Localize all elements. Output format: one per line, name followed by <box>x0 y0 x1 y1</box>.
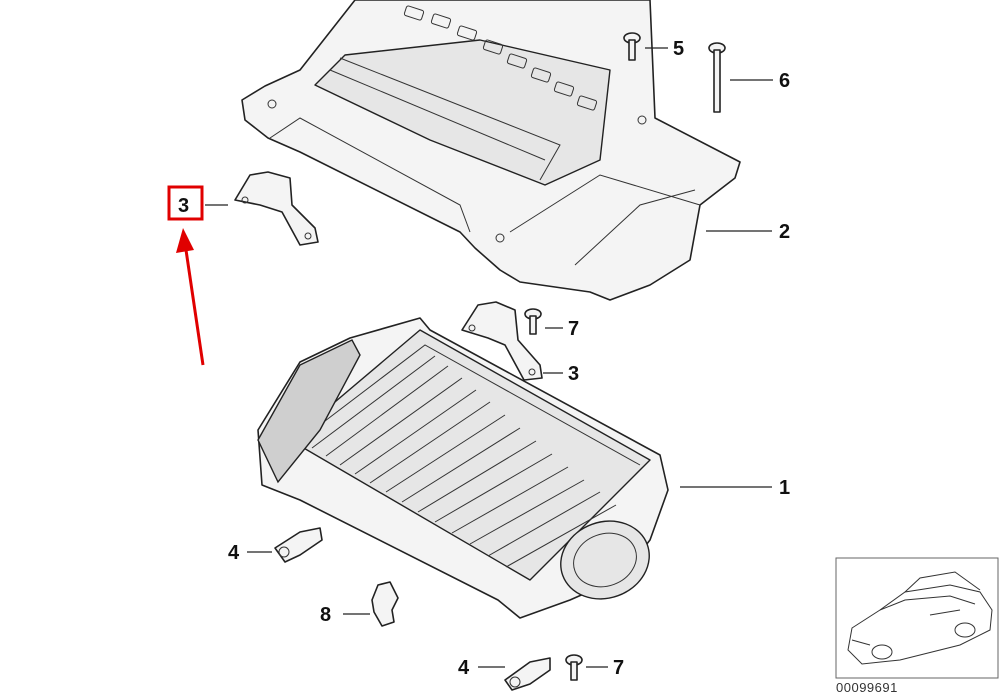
clip-8 <box>371 581 399 627</box>
highlight-arrowhead <box>176 228 194 253</box>
highlight-annotation <box>167 185 205 366</box>
callout-7-mid: 7 <box>568 318 579 340</box>
callout-8: 8 <box>320 604 331 626</box>
callout-4-bottom: 4 <box>458 657 470 679</box>
cover-vent-slots <box>403 5 598 111</box>
bracket-4-bottom <box>504 657 551 691</box>
callout-1: 1 <box>779 477 790 499</box>
callout-4-left: 4 <box>228 542 240 564</box>
callout-2: 2 <box>779 221 790 243</box>
bolt-6 <box>708 42 726 113</box>
callout-3-mid: 3 <box>568 363 579 385</box>
bolt-7-bottom <box>565 654 583 681</box>
bracket-3-mid <box>461 301 543 381</box>
vehicle-thumbnail <box>835 557 999 679</box>
callout-3-top: 3 <box>178 195 189 217</box>
callout-5: 5 <box>673 38 684 60</box>
bracket-3-top <box>234 171 319 246</box>
intercooler-part-1 <box>257 317 669 619</box>
callout-7-bottom: 7 <box>613 657 624 679</box>
highlight-box <box>167 185 204 221</box>
bolt-5 <box>623 32 641 61</box>
cover-part-2 <box>241 0 741 301</box>
callout-6: 6 <box>779 70 790 92</box>
bolt-7-mid <box>524 308 542 335</box>
intercooler-fins <box>299 344 641 568</box>
reference-number: 00099691 <box>836 680 898 695</box>
bracket-4-left <box>274 527 323 563</box>
leader-lines <box>205 47 773 668</box>
highlight-arrow <box>184 249 205 366</box>
